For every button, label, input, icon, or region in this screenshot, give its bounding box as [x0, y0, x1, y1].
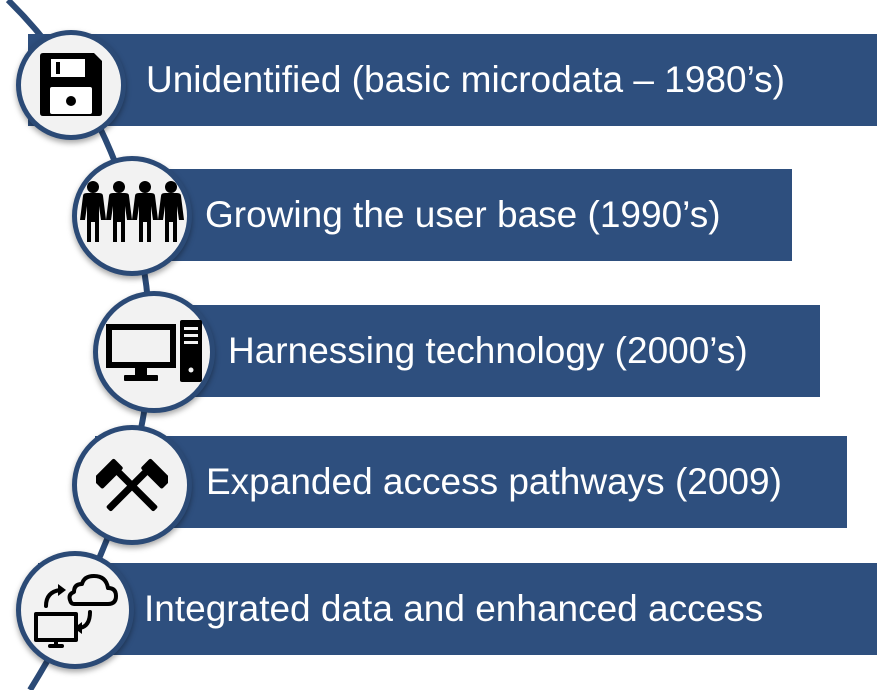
- desktop-computer-icon: [106, 320, 202, 382]
- stage-1-label: Unidentified (basic microdata – 1980’s): [146, 59, 785, 100]
- floppy-disk-icon: [40, 53, 102, 116]
- stage-1-band: [28, 34, 877, 126]
- stage-5-circle: [16, 551, 134, 669]
- stage-3-band: [120, 305, 820, 397]
- people-group-icon: [80, 181, 184, 242]
- stage-3-label: Harnessing technology (2000’s): [228, 330, 748, 371]
- cloud-sync-computer-icon: [34, 574, 118, 648]
- stage-4-band: [95, 436, 847, 528]
- stage-5-label: Integrated data and enhanced access: [144, 588, 764, 629]
- stage-2-band: [95, 169, 792, 261]
- crossed-hammers-icon: [96, 458, 168, 512]
- stage-4-label: Expanded access pathways (2009): [206, 461, 782, 502]
- stage-5-band: [38, 563, 877, 655]
- stage-2-label: Growing the user base (1990’s): [205, 194, 721, 235]
